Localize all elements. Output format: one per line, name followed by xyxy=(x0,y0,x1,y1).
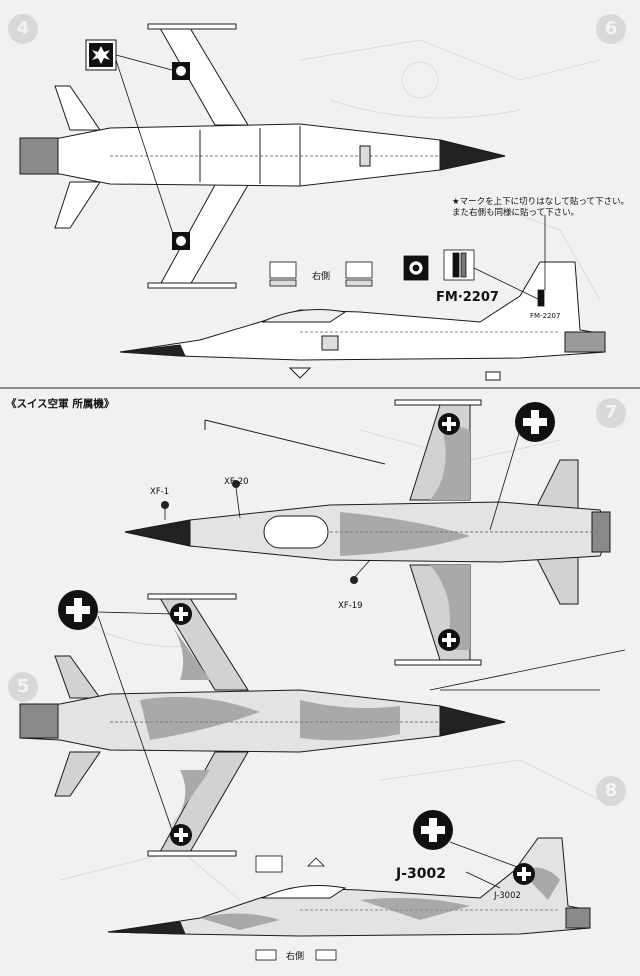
roundel-star-insignia-wing xyxy=(172,62,190,250)
aircraft-top-plan-view xyxy=(19,23,506,289)
step-number-6: 6 xyxy=(596,14,626,44)
xf1-label: XF-1 xyxy=(150,487,169,497)
leader-lines-lower xyxy=(97,611,173,831)
roundel-star-insignia-large xyxy=(85,39,117,71)
swiss-cross-roundel-underside xyxy=(438,402,555,651)
small-decal-placards-top xyxy=(269,261,373,287)
right-side-label-top: 右側 xyxy=(312,270,330,282)
fm-2207-fin-registration: FM-2207 xyxy=(530,312,560,320)
step-number-4: 4 xyxy=(8,14,38,44)
leader-lines-middle xyxy=(164,429,626,691)
swiss-cross-roundel-plan xyxy=(58,590,192,846)
right-side-label-bottom: 右側 xyxy=(286,950,304,962)
fin-flag-decal xyxy=(403,249,545,307)
decal-instruction-note: ★マークを上下に切りはなして貼って下さい。 また右側も同様に貼って下さい。 xyxy=(452,197,629,219)
swiss-aircraft-side-view xyxy=(107,837,591,937)
step-number-5: 5 xyxy=(8,672,38,702)
note-line-1: ★マークを上下に切りはなして貼って下さい。 xyxy=(452,197,629,207)
note-line-2: また右側も同様に貼って下さい。 xyxy=(452,208,580,218)
swiss-cross-roundel-side xyxy=(413,810,535,885)
leader-lines-bottom xyxy=(449,841,521,889)
leader-lines-top xyxy=(115,54,176,241)
xf19-label: XF-19 xyxy=(338,601,363,611)
section-title-swiss-air-force: 《スイス空軍 所属機》 xyxy=(6,398,115,410)
store-pins xyxy=(161,480,358,584)
xf20-label: XF-20 xyxy=(224,477,249,487)
step-number-7: 7 xyxy=(596,398,626,428)
leader-lines-top-side xyxy=(473,215,546,301)
j-3002-registration-decal: J-3002 xyxy=(395,866,446,882)
swiss-aircraft-underside-view xyxy=(124,399,611,666)
j-3002-fin-registration: J-3002 xyxy=(493,891,521,901)
fm-2207-registration-decal: FM·2207 xyxy=(436,290,499,305)
step-number-8: 8 xyxy=(596,776,626,806)
small-decal-placards-bottom xyxy=(255,855,337,961)
aircraft-top-side-view xyxy=(119,261,606,381)
